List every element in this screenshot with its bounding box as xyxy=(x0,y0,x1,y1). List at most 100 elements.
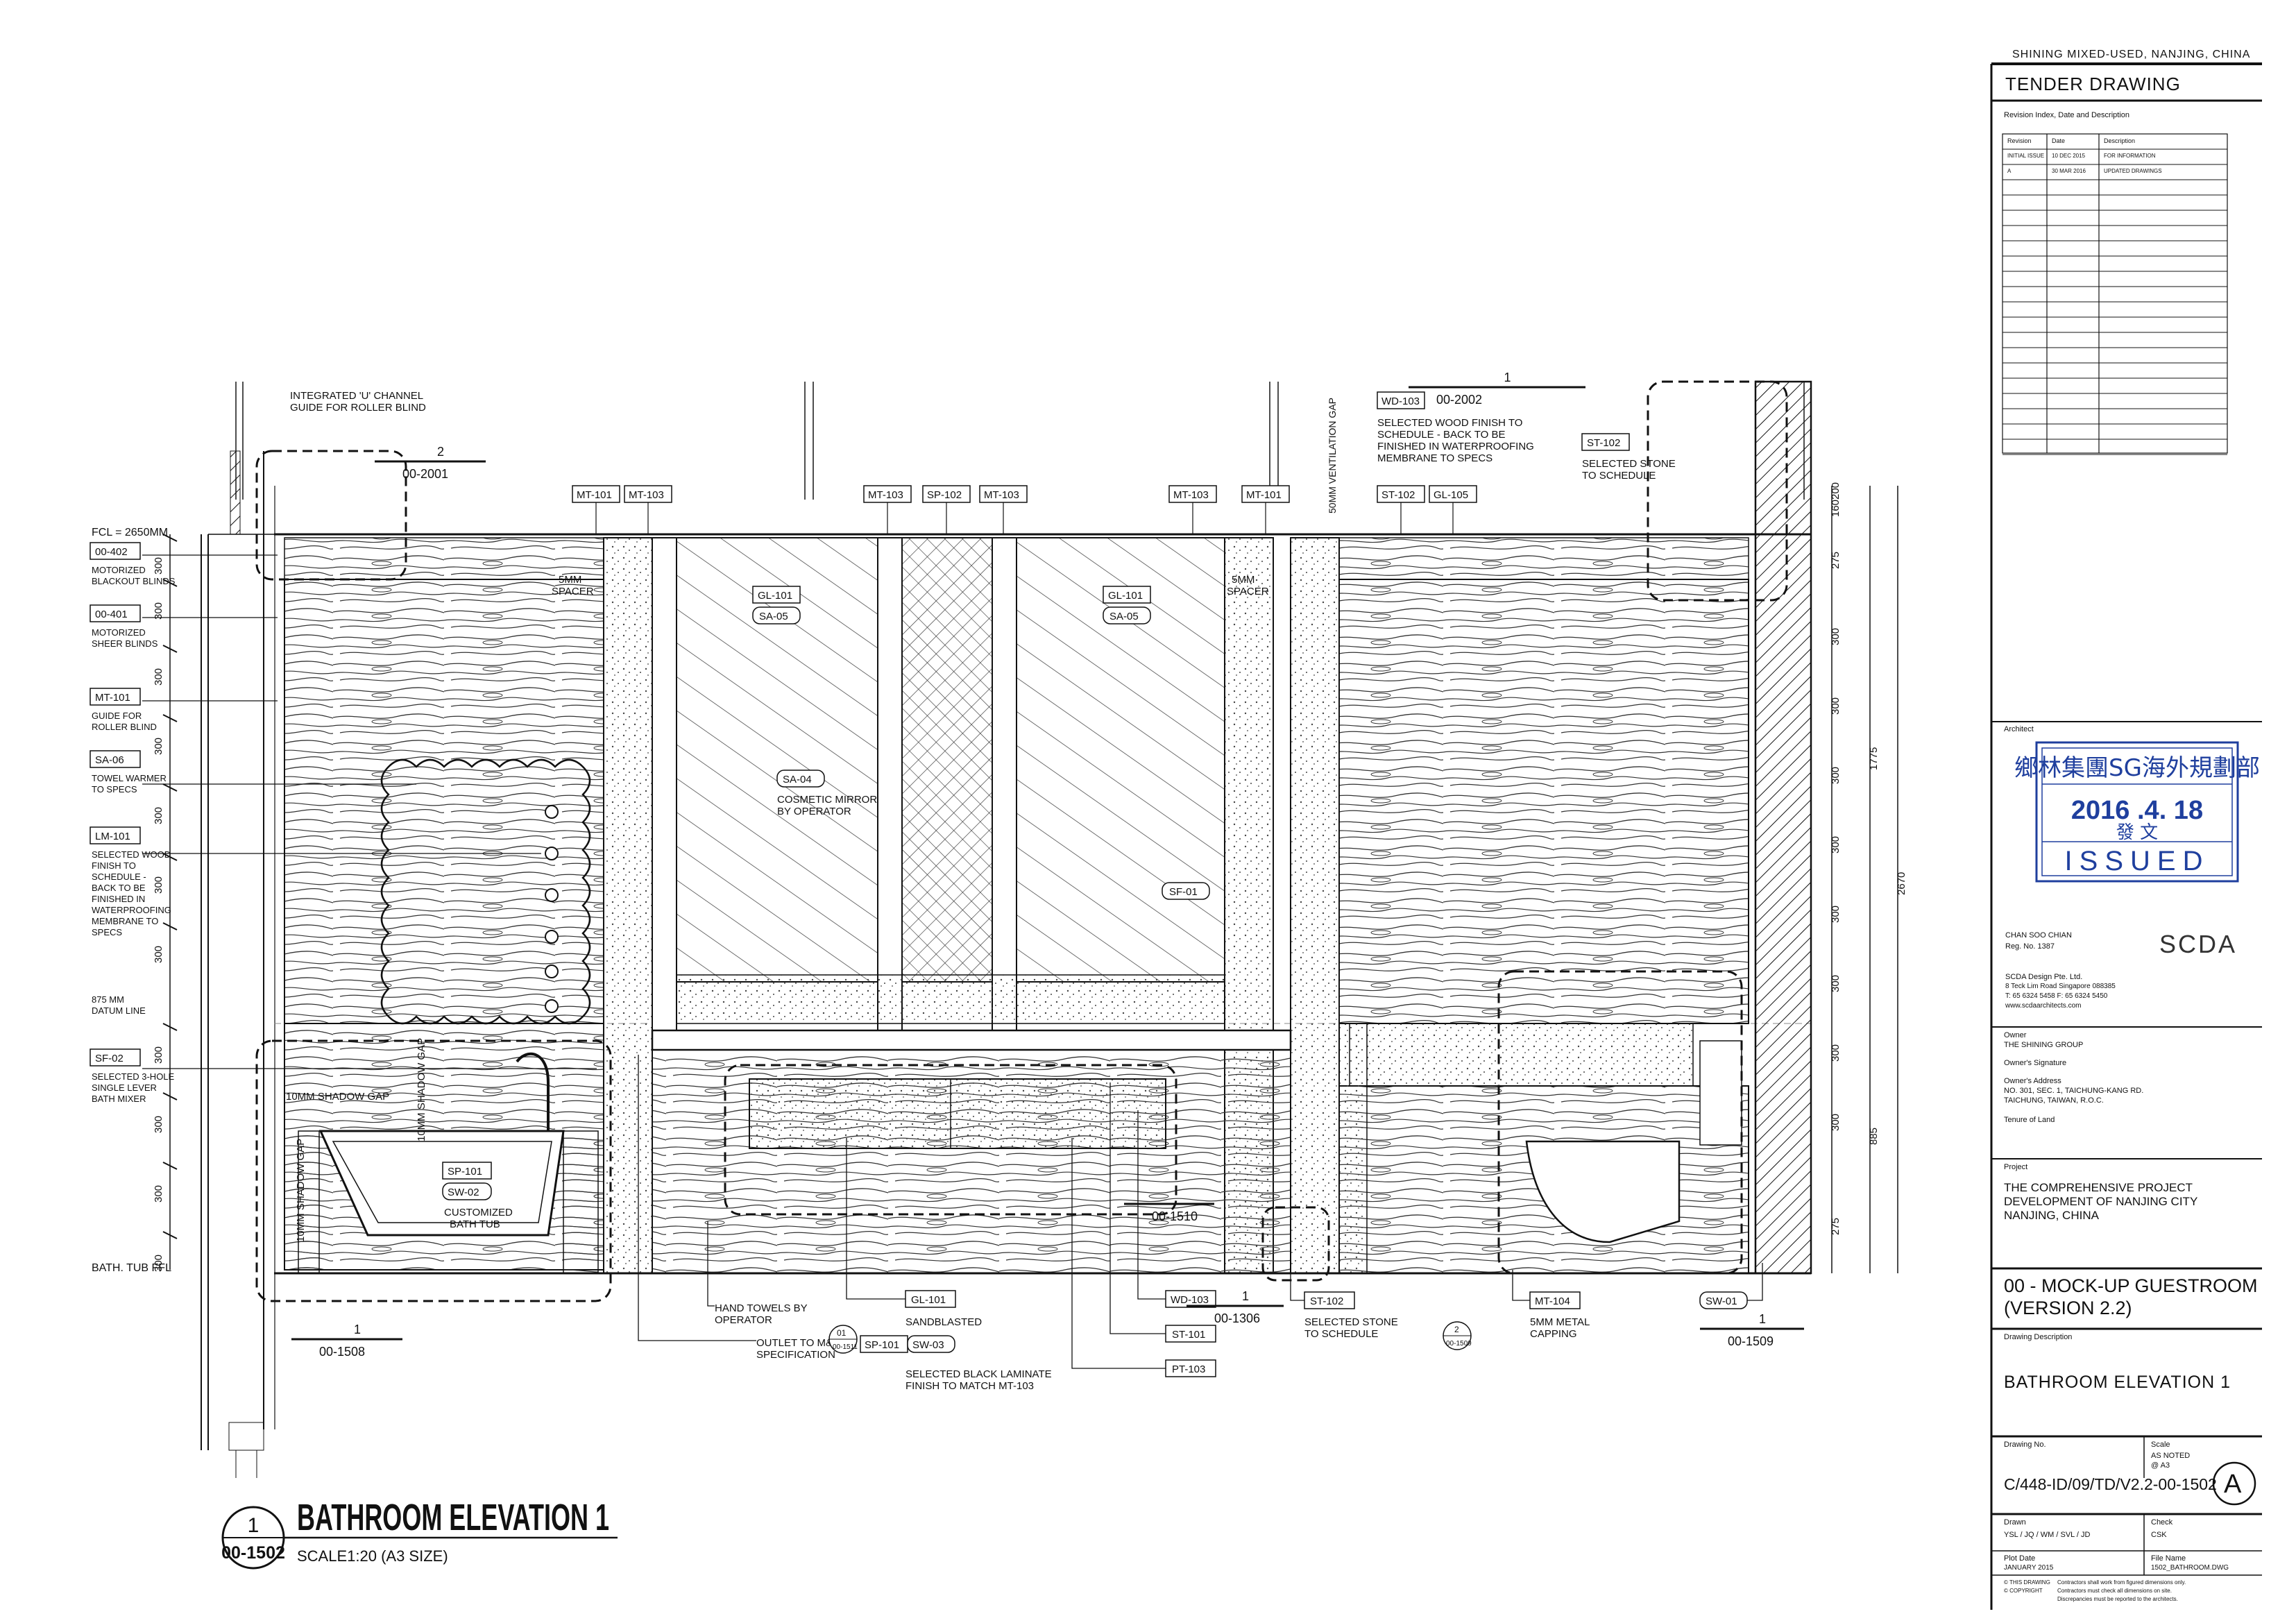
note-sa04-2: BY OPERATOR xyxy=(777,806,851,817)
left-note-tag: SA-06 xyxy=(95,754,124,766)
towel-bars xyxy=(545,805,559,1013)
owner-addr-caption: Owner's Address xyxy=(2004,1077,2061,1085)
top-tag-label: ST-102 xyxy=(1381,489,1415,501)
stamp-date: 2016 .4. 18 xyxy=(2071,796,2203,825)
note-laminate-2: FINISH TO MATCH MT-103 xyxy=(905,1380,1034,1392)
left-note-text: SPECS xyxy=(92,927,122,937)
tag-wd103: WD-103 xyxy=(1381,396,1420,407)
left-note-text: SCHEDULE - xyxy=(92,872,146,882)
dim-tick xyxy=(162,922,178,931)
left-note-text: 875 MM xyxy=(92,994,124,1005)
top-tag-label: MT-101 xyxy=(577,489,612,501)
rev-header-3: Description xyxy=(2104,137,2136,144)
note-channel-2: GUIDE FOR ROLLER BLIND xyxy=(290,402,426,414)
top-tag-label: GL-105 xyxy=(1434,489,1468,501)
callout-clouds xyxy=(255,380,1788,1302)
check-caption: Check xyxy=(2151,1518,2173,1527)
architect-reg: Reg. No. 1387 xyxy=(2005,942,2055,951)
title-text: BATHROOM ELEVATION 1 xyxy=(297,1497,609,1538)
note-capping-2: CAPPING xyxy=(1530,1328,1577,1340)
left-note-text: SELECTED 3-HOLE xyxy=(92,1071,175,1082)
tag-st102-top: ST-102 xyxy=(1587,437,1620,449)
note-channel-1: INTEGRATED 'U' CHANNEL xyxy=(290,390,423,402)
right-dim-value: 300 xyxy=(1830,697,1842,715)
rev-row-1-b: 10 DEC 2015 xyxy=(2052,153,2086,159)
scale-2: @ A3 xyxy=(2151,1461,2170,1470)
tag-sw03: SW-03 xyxy=(912,1339,944,1351)
section-1-num: 01 xyxy=(837,1328,847,1338)
towel-warmer-cloud xyxy=(380,758,591,1025)
issued-stamp: 鄉林集團SG海外規劃部 2016 .4. 18 發 文 ISSUED xyxy=(2014,741,2260,883)
tag-gl101-b: GL-101 xyxy=(1108,590,1143,602)
firm-web: www.scdaarchitects.com xyxy=(2005,1002,2082,1010)
right-dim-value: 300 xyxy=(1830,906,1842,923)
left-note-tag: LM-101 xyxy=(95,831,130,842)
plot: JANUARY 2015 xyxy=(2004,1564,2054,1572)
drawing-number: C/448-ID/09/TD/V2.2-00-1502 xyxy=(2004,1475,2217,1493)
note-stone-2: TO SCHEDULE xyxy=(1304,1328,1378,1340)
callout-number: 1 xyxy=(1504,371,1511,384)
rev-row-1-c: FOR INFORMATION xyxy=(2104,153,2156,159)
left-note-text: BLACKOUT BLINDS xyxy=(92,576,176,586)
left-dim-value: 300 xyxy=(153,876,164,894)
firm-name: SCDA Design Pte. Ltd. xyxy=(2005,973,2083,981)
rev-header-1: Revision xyxy=(2007,137,2032,144)
dim-tick xyxy=(162,714,178,722)
dim-tick xyxy=(162,853,178,861)
left-note-text: FINISHED IN xyxy=(92,894,145,904)
tag-sw02: SW-02 xyxy=(448,1187,479,1198)
top-tag-label: SP-102 xyxy=(927,489,962,501)
section-2-num: 2 xyxy=(1454,1325,1459,1334)
note-outlet-1: OUTLET TO M&E xyxy=(756,1337,840,1349)
top-tag-label: MT-103 xyxy=(984,489,1019,501)
scale-1: AS NOTED xyxy=(2151,1452,2191,1460)
note-shadow-3: 10MM SHADOW GAP xyxy=(295,1139,307,1242)
owner: THE SHINING GROUP xyxy=(2004,1041,2084,1049)
right-dim-value: 300 xyxy=(1830,1044,1842,1062)
left-note-text: ROLLER BLIND xyxy=(92,722,157,732)
section-2-ref: 00-1509 xyxy=(1446,1340,1472,1348)
note-wd-2: SCHEDULE - BACK TO BE xyxy=(1377,429,1506,441)
tender-label: TENDER DRAWING xyxy=(2005,74,2181,94)
callout-ref: 00-1508 xyxy=(319,1345,365,1359)
drawing-text: FCL = 2650MM BATH. TUB FFL INTEGRATED 'U… xyxy=(92,390,1748,1392)
note-laminate-1: SELECTED BLACK LAMINATE xyxy=(905,1368,1052,1380)
rev-row-2-c: UPDATED DRAWINGS xyxy=(2104,168,2162,174)
dim-tick xyxy=(162,645,178,653)
section-1-ref: 00-1511 xyxy=(833,1343,858,1351)
firm-addr: 8 Teck Lim Road Singapore 088385 xyxy=(2005,983,2116,990)
left-dim-value: 300 xyxy=(153,1185,164,1203)
owner-addr-2: TAICHUNG, TAIWAN, R.O.C. xyxy=(2004,1096,2104,1105)
top-tag-box xyxy=(1168,485,1217,503)
right-dim-value: 300 xyxy=(1830,628,1842,645)
callout-ref: 00-1510 xyxy=(1152,1209,1198,1223)
left-dim-value: 300 xyxy=(153,946,164,963)
top-tag-box xyxy=(1377,485,1425,503)
tag-gl101-bottom: GL-101 xyxy=(911,1294,946,1306)
firm-tel: T: 65 6324 5458 F: 65 6324 5450 xyxy=(2005,992,2108,1000)
note-sa04-1: COSMETIC MIRROR xyxy=(777,794,877,806)
left-note-tag-box xyxy=(90,826,141,844)
left-note-text: TOWEL WARMER xyxy=(92,773,167,783)
tag-sp101-bottom: SP-101 xyxy=(865,1339,899,1351)
left-note-text: BACK TO BE xyxy=(92,883,146,893)
wall-grid xyxy=(235,382,1812,500)
drawn-caption: Drawn xyxy=(2004,1518,2026,1527)
note-towels-2: OPERATOR xyxy=(715,1314,772,1326)
sheet-title-2: (VERSION 2.2) xyxy=(2004,1298,2132,1318)
left-note-tag-box xyxy=(90,542,141,560)
left-note-text: TO SPECS xyxy=(92,784,137,794)
stamp-line1: 鄉林集團SG海外規劃部 xyxy=(2014,754,2260,782)
note-wd-4: MEMBRANE TO SPECS xyxy=(1377,452,1493,464)
note-1-a: © THIS DRAWING xyxy=(2004,1579,2050,1586)
right-dim-value: 200 xyxy=(1830,482,1842,500)
note-2-b: Contractors must check all dimensions on… xyxy=(2057,1588,2172,1594)
dim-tick xyxy=(162,1231,178,1239)
left-note-tag: MT-101 xyxy=(95,692,130,704)
top-tag-label: MT-103 xyxy=(629,489,664,501)
file-caption: File Name xyxy=(2151,1554,2186,1563)
left-note-text: MOTORIZED xyxy=(92,627,146,638)
